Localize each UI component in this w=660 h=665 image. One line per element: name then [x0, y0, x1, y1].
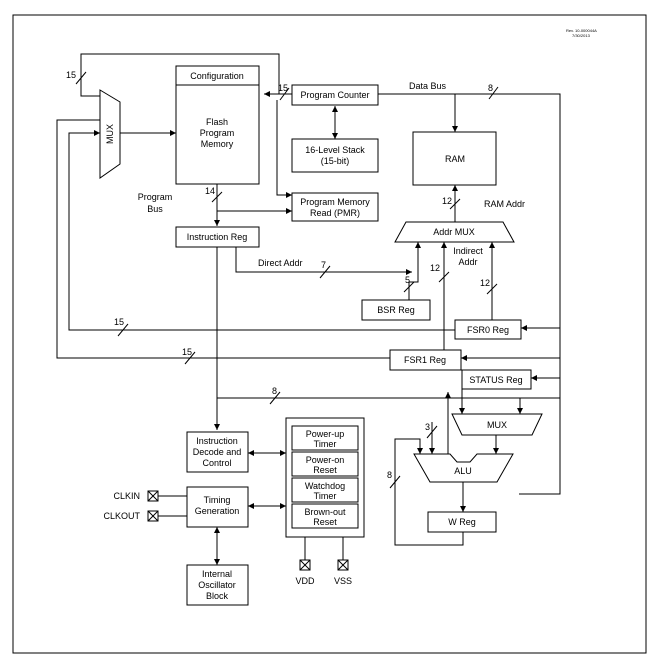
internal-oscillator: Internal Oscillator Block	[186, 564, 249, 606]
instruction-reg: Instruction Reg	[175, 226, 260, 248]
watchdog-timer-1: Watchdog	[305, 481, 345, 491]
stack: 16-Level Stack (15-bit)	[291, 138, 379, 173]
bus-width-mux-alu: 3	[425, 422, 430, 432]
svg-text:CLKIN: CLKIN	[113, 491, 140, 501]
vss-pin: VSS	[334, 559, 352, 586]
program-memory-read: Program Memory Read (PMR)	[291, 192, 379, 222]
power-on-reset-1: Power-on	[306, 455, 345, 465]
svg-text:Program Memory: Program Memory	[300, 197, 370, 207]
svg-text:RAM: RAM	[445, 154, 465, 164]
bus-width-fsr1-loop: 15	[182, 347, 192, 357]
configuration-label: Configuration	[190, 71, 244, 81]
bus-width-pc-top: 15	[66, 70, 76, 80]
svg-text:STATUS Reg: STATUS Reg	[469, 375, 522, 385]
svg-text:Read (PMR): Read (PMR)	[310, 208, 360, 218]
bus-width-decode: 8	[272, 386, 277, 396]
svg-text:Decode and: Decode and	[193, 447, 242, 457]
bus-width-ram-addr: 12	[442, 196, 452, 206]
program-counter: Program Counter	[291, 84, 379, 106]
ram-addr-label: RAM Addr	[484, 199, 525, 209]
fsr0-reg: FSR0 Reg	[454, 319, 522, 340]
bus-width-data-bus: 8	[488, 83, 493, 93]
svg-text:FSR1 Reg: FSR1 Reg	[404, 355, 446, 365]
alu: ALU	[413, 453, 514, 483]
bus-width-pc-in: 15	[278, 83, 288, 93]
program-counter-mux: MUX	[99, 89, 121, 179]
fsr1-reg: FSR1 Reg	[389, 349, 462, 371]
bus-width-bsr: 5	[405, 275, 410, 285]
bus-width-indirect: 12	[430, 263, 440, 273]
svg-text:Control: Control	[202, 458, 231, 468]
bus-width-fsr0: 12	[480, 278, 490, 288]
brown-out-reset-1: Brown-out	[304, 507, 346, 517]
direct-addr-label: Direct Addr	[258, 258, 303, 268]
svg-text:Internal: Internal	[202, 569, 232, 579]
addr-mux: Addr MUX	[394, 221, 515, 243]
alu-mux: MUX	[451, 413, 543, 436]
flash-line-1: Flash	[206, 117, 228, 127]
svg-text:Generation: Generation	[195, 506, 240, 516]
bus-width-direct-addr: 7	[321, 260, 326, 270]
indirect-addr-label-1: Indirect	[453, 246, 483, 256]
revision-number: Rev. 10-000044A	[566, 28, 597, 33]
data-bus-label: Data Bus	[409, 81, 447, 91]
svg-text:Program Counter: Program Counter	[300, 90, 369, 100]
timing-generation: Timing Generation	[186, 486, 249, 528]
clkout-pin: CLKOUT	[103, 510, 159, 522]
svg-text:Block: Block	[206, 591, 229, 601]
bus-width-fsr0-loop: 15	[114, 317, 124, 327]
svg-text:Timing: Timing	[204, 495, 231, 505]
svg-text:Instruction Reg: Instruction Reg	[187, 232, 248, 242]
flash-program-memory: Configuration Flash Program Memory	[175, 65, 260, 185]
vdd-pin: VDD	[295, 559, 315, 586]
svg-text:16-Level Stack: 16-Level Stack	[305, 145, 365, 155]
svg-text:Oscillator: Oscillator	[198, 580, 236, 590]
svg-text:MUX: MUX	[487, 420, 507, 430]
wires	[56, 53, 561, 565]
watchdog-timer-2: Timer	[314, 491, 337, 501]
program-bus-label-1: Program	[138, 192, 173, 202]
svg-text:Addr MUX: Addr MUX	[433, 227, 475, 237]
power-up-timer-1: Power-up	[306, 429, 345, 439]
svg-text:(15-bit): (15-bit)	[321, 156, 350, 166]
w-reg: W Reg	[427, 511, 497, 533]
svg-text:FSR0 Reg: FSR0 Reg	[467, 325, 509, 335]
diagram-frame	[12, 14, 647, 654]
svg-text:Instruction: Instruction	[196, 436, 238, 446]
power-on-reset-2: Reset	[313, 465, 337, 475]
svg-text:VDD: VDD	[295, 576, 315, 586]
instruction-decode: Instruction Decode and Control	[186, 431, 249, 473]
flash-line-2: Program	[200, 128, 235, 138]
svg-text:MUX: MUX	[105, 124, 115, 144]
bsr-reg: BSR Reg	[361, 299, 431, 321]
timers-group: Power-up Timer Power-on Reset Watchdog T…	[285, 417, 365, 538]
revision-date: 7/30/2013	[572, 33, 591, 38]
ram: RAM	[412, 131, 497, 186]
svg-text:ALU: ALU	[454, 466, 472, 476]
bus-width-w-feedback: 8	[387, 470, 392, 480]
power-up-timer-2: Timer	[314, 439, 337, 449]
svg-text:VSS: VSS	[334, 576, 352, 586]
indirect-addr-label-2: Addr	[458, 257, 477, 267]
flash-line-3: Memory	[201, 139, 234, 149]
program-bus-label-2: Bus	[147, 204, 163, 214]
svg-text:CLKOUT: CLKOUT	[103, 511, 140, 521]
svg-text:BSR Reg: BSR Reg	[377, 305, 415, 315]
brown-out-reset-2: Reset	[313, 517, 337, 527]
bus-width-program-bus: 14	[205, 186, 215, 196]
svg-text:W Reg: W Reg	[448, 517, 476, 527]
clkin-pin: CLKIN	[113, 490, 159, 502]
status-reg: STATUS Reg	[461, 369, 532, 390]
